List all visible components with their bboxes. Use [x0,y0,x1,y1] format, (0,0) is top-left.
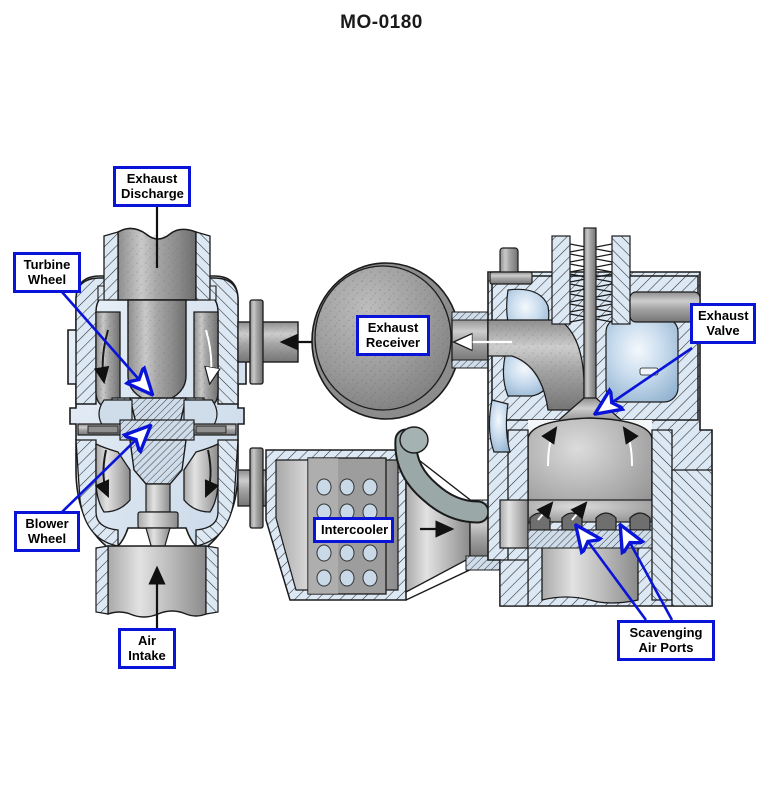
callout-exhaust-discharge: Exhaust Discharge [113,166,191,207]
valve-stem [583,227,597,419]
valve-flow-right-arrow [622,426,639,467]
branch-pipe [394,426,490,524]
scavenge-port-arrow-1 [536,501,554,521]
leader-exhaust-valve [598,346,693,412]
callout-line: Receiver [365,335,421,350]
callout-intercooler: Intercooler [313,517,394,543]
coolant-downpipe [488,399,511,453]
turbine-swirl-right-arrow [206,329,211,382]
callout-line: Scavenging [629,625,703,640]
blower-housing-wall-left [75,439,119,547]
turbocharger [67,227,247,618]
scavenge-port-arrow-2 [570,501,588,521]
scavenge-air-belt [499,499,529,549]
callout-line: Blower [25,516,69,531]
leader-turbine-wheel [61,291,150,392]
callout-line: Exhaust [698,308,749,323]
callout-line: Intercooler [321,522,389,537]
callout-line: Wheel [27,272,67,287]
callout-air-intake: Air Intake [118,628,176,669]
callout-line: Exhaust [367,320,419,335]
blower-wheel [129,439,187,557]
callout-blower-wheel: Blower Wheel [14,511,80,552]
callout-line: Air Ports [638,640,694,655]
valve-flow-left-arrow [541,426,558,467]
blower-swirl-left-arrow [94,449,110,499]
coolant-space-right [605,317,679,403]
leader-blower-wheel [61,428,148,513]
callout-line: Air [137,633,157,648]
callout-line: Discharge [121,186,184,201]
callout-line: Wheel [27,531,67,546]
callout-turbine-wheel: Turbine Wheel [13,252,81,293]
callout-leader-lines [61,291,693,621]
callout-line: Intake [128,648,166,663]
page-title: MO-0180 [340,12,423,33]
blower-housing-wall-right [195,439,239,547]
cylinder-liner-right [651,429,673,601]
callout-exhaust-valve: Exhaust Valve [690,303,756,344]
callout-exhaust-receiver: Exhaust Receiver [356,315,430,356]
callout-line: Exhaust [126,171,178,186]
callout-line: Turbine [23,257,71,272]
turbine-swirl-left-arrow [93,329,110,385]
callout-scavenging-air-ports: Scavenging Air Ports [617,620,715,661]
leader-scavenging-2 [622,528,674,621]
blower-swirl-right-arrow [204,449,220,499]
callout-line: Valve [706,323,740,338]
valve-actuator-stub [489,247,533,285]
engine-assembly [487,227,713,607]
leader-scavenging-1 [578,528,648,621]
